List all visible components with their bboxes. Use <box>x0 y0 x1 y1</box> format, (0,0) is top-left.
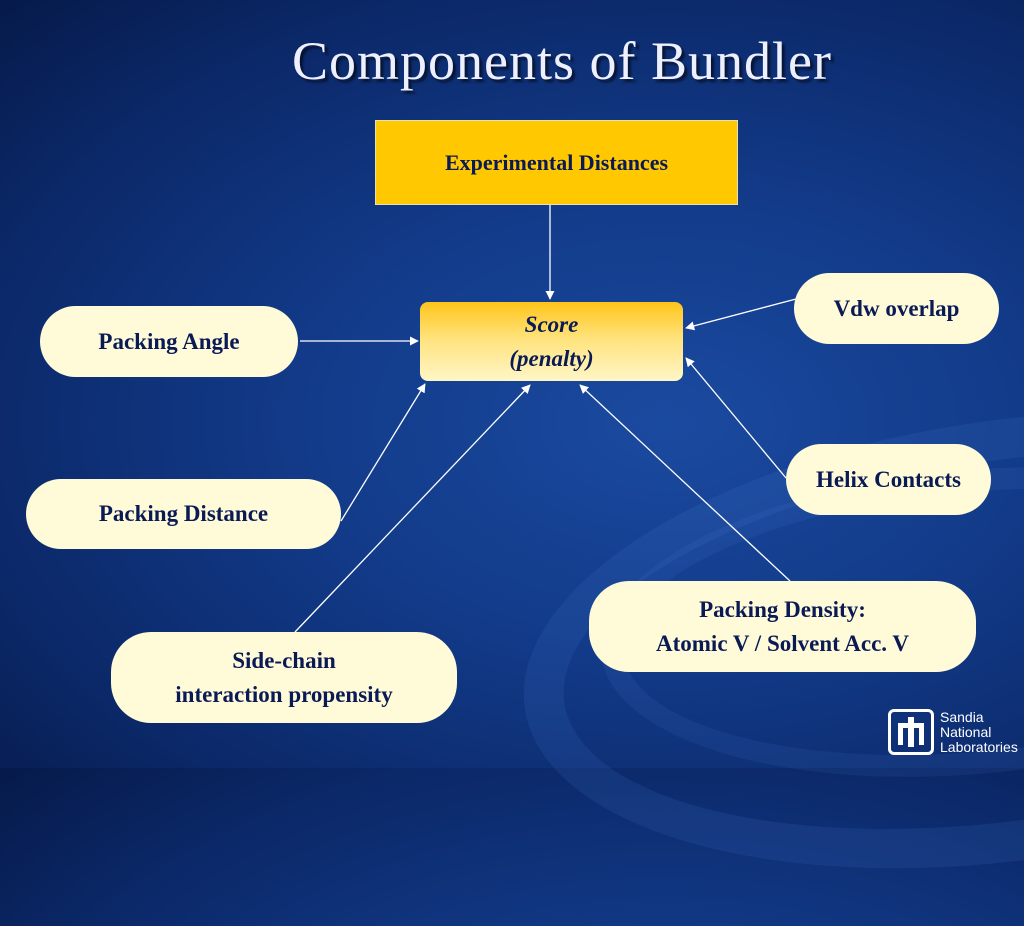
arrow-side-chain-to-score <box>294 384 531 633</box>
packing-distance-label: Packing Distance <box>98 501 269 527</box>
packing-density-label: Packing Density: <box>699 597 866 623</box>
side-chain-propensity-label: interaction propensity <box>175 681 393 707</box>
score-label: Score <box>524 312 579 338</box>
score-box: Score (penalty) <box>420 302 683 381</box>
sandia-logo-text: Sandia National Laboratories <box>940 708 1018 755</box>
packing-angle-node: Packing Angle <box>40 306 298 377</box>
arrow-packing-distance-to-score <box>340 383 426 522</box>
packing-distance-node: Packing Distance <box>26 479 341 549</box>
slide-title: Components of Bundler <box>292 31 832 91</box>
sandia-logo: Sandia National Laboratories <box>888 709 1018 755</box>
logo-line-laboratories: Laboratories <box>940 738 1018 755</box>
arrow-layer <box>294 290 797 633</box>
packing-angle-label: Packing Angle <box>98 328 240 354</box>
helix-contacts-node: Helix Contacts <box>786 444 991 515</box>
logo-line-sandia: Sandia <box>940 708 984 725</box>
packing-density-node: Packing Density: Atomic V / Solvent Acc.… <box>589 581 976 672</box>
side-chain-node: Side-chain interaction propensity <box>111 632 457 723</box>
vdw-overlap-label: Vdw overlap <box>833 295 960 321</box>
experimental-distances-label: Experimental Distances <box>444 149 669 175</box>
packing-density-formula: Atomic V / Solvent Acc. V <box>656 630 909 656</box>
score-penalty-label: (penalty) <box>509 345 594 371</box>
arrow-vdw-to-score <box>685 298 797 331</box>
arrow-helix-contacts-to-score <box>685 357 787 479</box>
arrow-packing-density-to-score <box>579 384 791 582</box>
sandia-thunderbird-icon <box>888 709 934 755</box>
logo-line-national: National <box>940 723 992 740</box>
helix-contacts-label: Helix Contacts <box>815 466 961 492</box>
vdw-overlap-node: Vdw overlap <box>794 273 999 344</box>
side-chain-label: Side-chain <box>232 648 336 674</box>
experimental-distances-box: Experimental Distances <box>375 120 738 205</box>
